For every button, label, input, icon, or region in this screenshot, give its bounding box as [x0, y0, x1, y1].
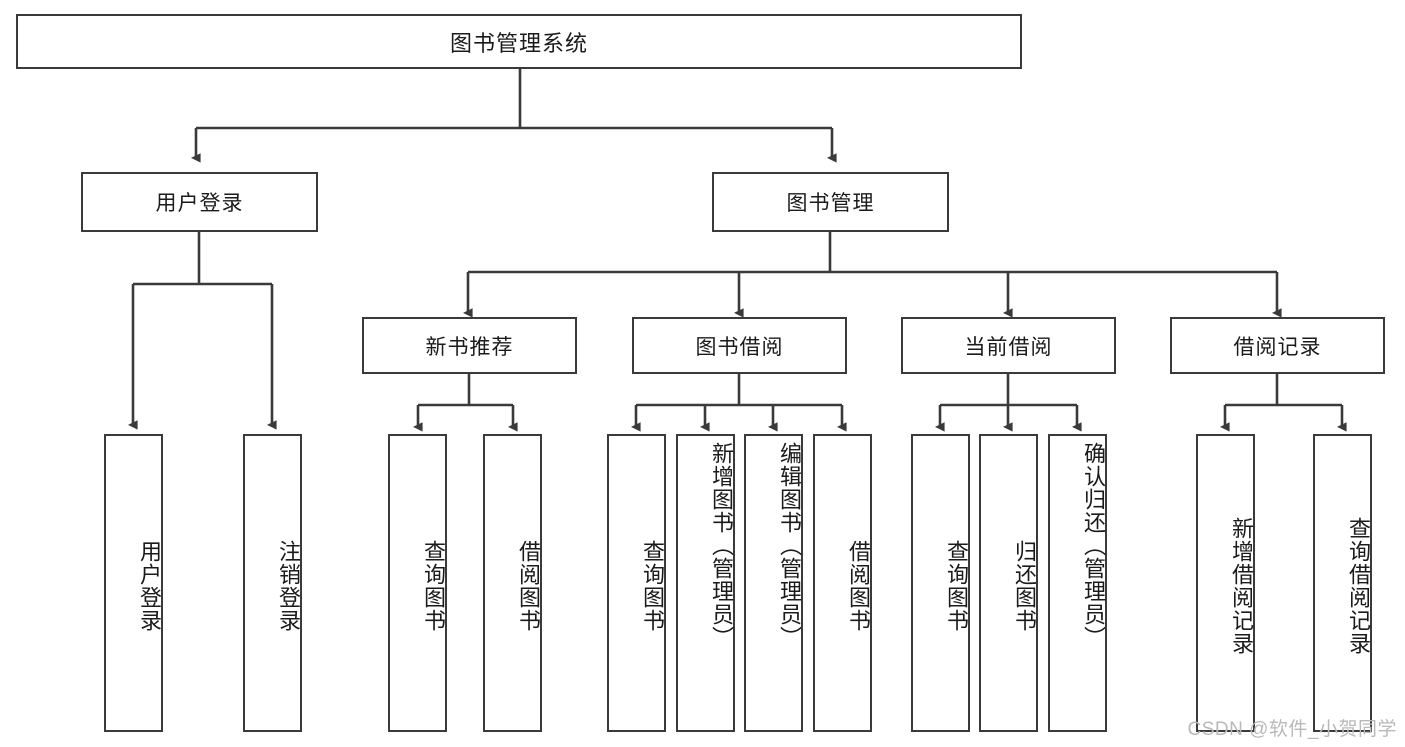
node-label: 借阅记录 [1233, 335, 1322, 359]
leaf-query-book-1[interactable]: 查询图书 [388, 434, 447, 732]
node-label: 查询图书 [421, 540, 446, 632]
node-label: 编辑图书（管理员） [777, 442, 802, 649]
leaf-edit-book[interactable]: 编辑图书（管理员） [744, 434, 803, 732]
node-current-borrow[interactable]: 当前借阅 [901, 317, 1116, 374]
node-label: 查询图书 [640, 540, 665, 632]
leaf-add-record[interactable]: 新增借阅记录 [1196, 434, 1255, 732]
node-label: 新书推荐 [425, 335, 514, 359]
leaf-query-book-2[interactable]: 查询图书 [607, 434, 666, 732]
node-label: 归还图书 [1012, 540, 1037, 632]
csdn-watermark: CSDN @软件_小贺同学 [1187, 719, 1397, 740]
node-label: 用户登录 [137, 540, 162, 632]
node-label: 当前借阅 [964, 335, 1053, 359]
node-label: 用户登录 [155, 192, 244, 215]
node-label: 查询借阅记录 [1346, 517, 1371, 655]
node-label: 查询图书 [944, 540, 969, 632]
node-borrow-record[interactable]: 借阅记录 [1170, 317, 1385, 374]
leaf-query-book-3[interactable]: 查询图书 [911, 434, 970, 732]
leaf-confirm-return[interactable]: 确认归还（管理员） [1048, 434, 1107, 732]
node-root-book-management-system[interactable]: 图书管理系统 [16, 14, 1022, 69]
node-book-manage[interactable]: 图书管理 [712, 172, 949, 232]
leaf-return-book[interactable]: 归还图书 [979, 434, 1038, 732]
node-label: 借阅图书 [516, 540, 541, 632]
node-book-borrow[interactable]: 图书借阅 [632, 317, 847, 374]
leaf-borrow-book-1[interactable]: 借阅图书 [483, 434, 542, 732]
node-label: 新增图书（管理员） [709, 442, 734, 649]
node-label: 新增借阅记录 [1229, 517, 1254, 655]
node-label: 图书管理 [786, 192, 875, 215]
leaf-borrow-book-2[interactable]: 借阅图书 [813, 434, 872, 732]
node-user-login[interactable]: 用户登录 [81, 172, 318, 232]
leaf-add-book[interactable]: 新增图书（管理员） [676, 434, 735, 732]
node-label: 借阅图书 [846, 540, 871, 632]
node-label: 确认归还（管理员） [1081, 442, 1106, 649]
node-label: 图书管理系统 [449, 30, 588, 56]
node-label: 图书借阅 [695, 335, 784, 359]
leaf-query-record[interactable]: 查询借阅记录 [1313, 434, 1372, 732]
leaf-user-login[interactable]: 用户登录 [104, 434, 163, 732]
leaf-logout-login[interactable]: 注销登录 [243, 434, 302, 732]
node-new-book-recommend[interactable]: 新书推荐 [362, 317, 577, 374]
node-label: 注销登录 [276, 540, 301, 632]
